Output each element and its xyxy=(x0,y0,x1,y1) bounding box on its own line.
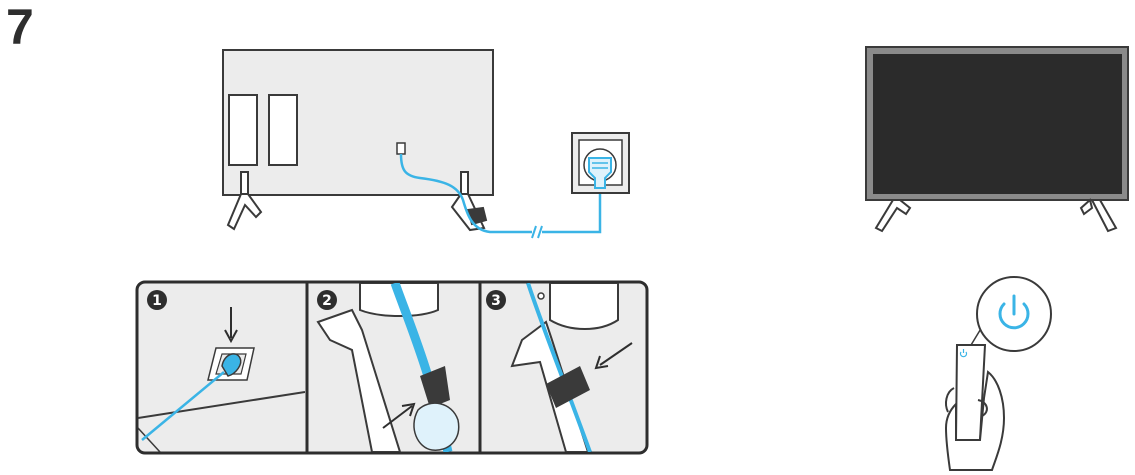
svg-text:1: 1 xyxy=(152,293,162,309)
tv-back-illustration xyxy=(222,49,494,232)
step-badge-3: 3 xyxy=(486,290,506,310)
step-badge-1: 1 xyxy=(147,290,167,310)
detail-panels-frame xyxy=(135,280,649,455)
power-icon xyxy=(998,294,1030,330)
wall-outlet-illustration xyxy=(571,132,630,194)
step-number: 7 xyxy=(6,0,34,55)
detail-panel-3 xyxy=(510,283,633,452)
detail-panel-1 xyxy=(138,307,305,452)
svg-text:3: 3 xyxy=(491,293,501,309)
step-badge-2: 2 xyxy=(317,290,337,310)
detail-panel-2 xyxy=(316,283,460,452)
svg-text:2: 2 xyxy=(322,293,332,309)
remote-control-illustration xyxy=(944,276,1052,471)
tv-front-illustration xyxy=(865,46,1129,233)
power-cable-illustration xyxy=(399,153,602,239)
